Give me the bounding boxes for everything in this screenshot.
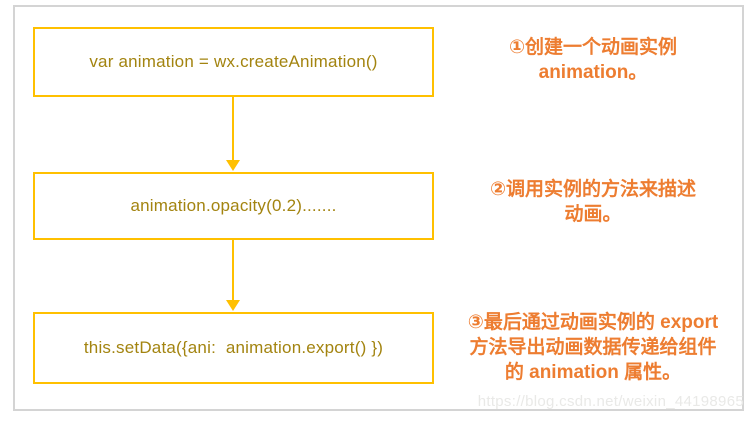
annotation-step-1: ①创建一个动画实例 animation。 bbox=[437, 35, 749, 85]
arrow-down-icon bbox=[226, 300, 240, 311]
annotation-line: ③最后通过动画实例的 export bbox=[467, 312, 719, 333]
flow-box-create-animation: var animation = wx.createAnimation() bbox=[33, 27, 434, 97]
annotation-step-2: ②调用实例的方法来描述 动画。 bbox=[437, 177, 749, 227]
arrow-line-1 bbox=[232, 97, 234, 161]
annotation-line: animation。 bbox=[538, 62, 648, 83]
annotation-line: 动画。 bbox=[564, 204, 622, 225]
arrow-line-2 bbox=[232, 240, 234, 301]
watermark-url: https://blog.csdn.net/weixin_44198965 bbox=[477, 393, 744, 410]
annotation-line: ①创建一个动画实例 bbox=[508, 37, 678, 58]
arrow-down-icon bbox=[226, 160, 240, 171]
flow-box-code: animation.opacity(0.2)....... bbox=[130, 196, 337, 215]
flow-box-set-data: this.setData({ani: animation.export() }) bbox=[33, 312, 434, 384]
flow-box-code: var animation = wx.createAnimation() bbox=[89, 52, 378, 71]
flow-box-opacity: animation.opacity(0.2)....... bbox=[33, 172, 434, 240]
annotation-step-3: ③最后通过动画实例的 export 方法导出动画数据传递给组件 的 animat… bbox=[437, 310, 749, 385]
annotation-line: ②调用实例的方法来描述 bbox=[489, 179, 697, 200]
annotation-line: 方法导出动画数据传递给组件 bbox=[469, 337, 717, 358]
annotation-line: 的 animation 属性。 bbox=[504, 362, 682, 383]
flow-box-code: this.setData({ani: animation.export() }) bbox=[83, 338, 384, 357]
